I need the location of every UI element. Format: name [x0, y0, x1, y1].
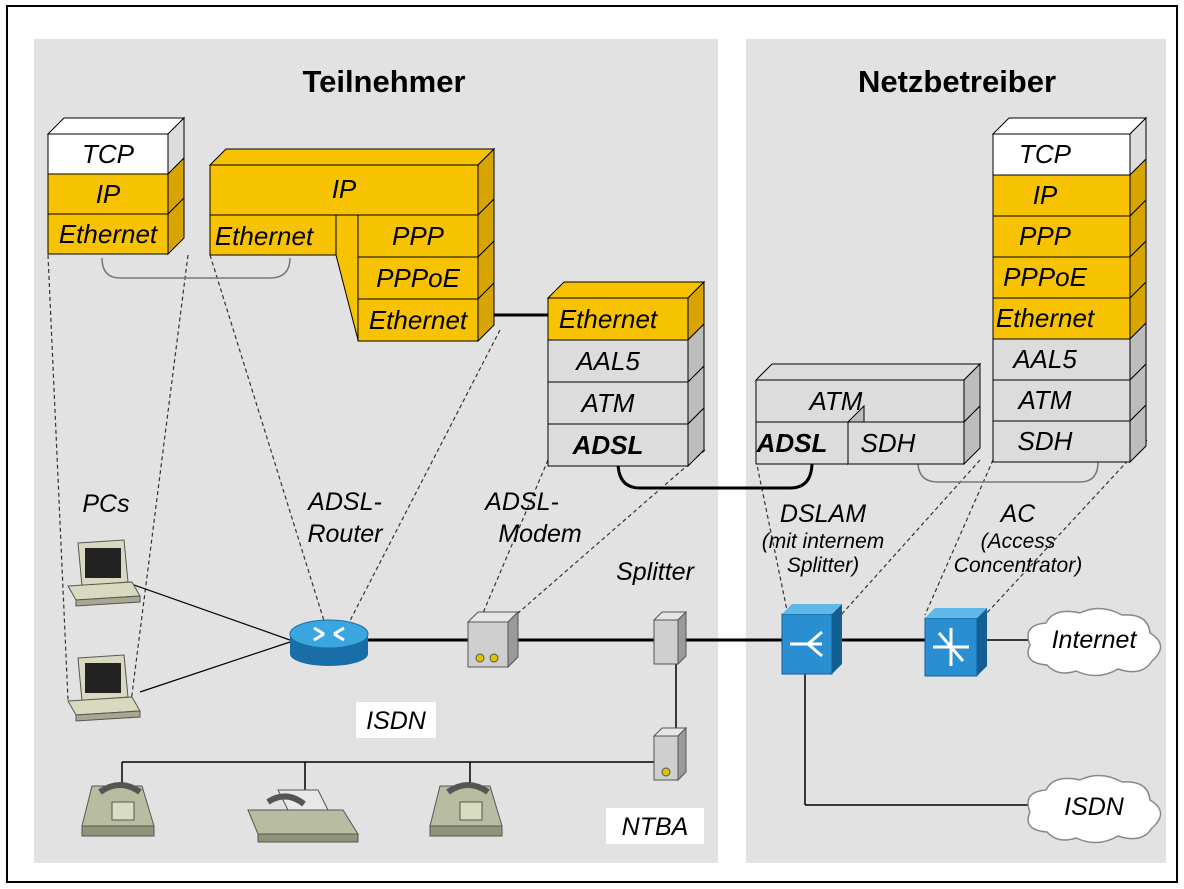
lan-cables [119, 579, 291, 693]
fax-icon[interactable] [247, 789, 359, 843]
dslam-stack-adsl-label: ADSL [756, 428, 828, 458]
modem-stack-layer [546, 280, 706, 342]
ac-stack-layer-label: TCP [1019, 139, 1072, 169]
dslam-stack-atm [754, 362, 982, 424]
pc-stack-layer [47, 156, 185, 216]
ac-stack-layer-label: PPPoE [1003, 262, 1087, 292]
operator-area-title: Netzbetreiber [858, 64, 1056, 99]
access-concentrator-icon[interactable] [924, 608, 987, 677]
ac-label-line3: Concentrator) [954, 554, 1082, 577]
pc-stack-layer-label: TCP [82, 139, 135, 169]
splitter-icon[interactable] [652, 610, 688, 666]
router-stack-layer-label: PPPoE [376, 263, 460, 293]
splitter-label: Splitter [616, 558, 695, 586]
router-stack-ip [208, 147, 496, 217]
pc-stack-layer-label: IP [96, 179, 121, 209]
ac-stack-layer-label: Ethernet [996, 303, 1096, 333]
internet-label: Internet [1052, 626, 1138, 654]
ntba-label-box [606, 808, 704, 844]
router-stack-layer [357, 239, 495, 301]
modem-stack-layer-label: ADSL [572, 430, 644, 460]
router-label-line1: ADSL- [306, 488, 382, 516]
pc-stack-layer-label: Ethernet [59, 219, 159, 249]
telephone-icon[interactable] [429, 782, 503, 837]
ac-label-line1: AC [999, 500, 1037, 528]
ntba-label: NTBA [622, 813, 689, 841]
router-stack-layer-label: PPP [392, 221, 445, 251]
isdn-right-label: ISDN [1064, 793, 1125, 821]
phone-lines [121, 639, 1040, 806]
isdn-cloud [1027, 774, 1162, 844]
projection-lines [47, 254, 1148, 711]
ac-stack-layer [992, 321, 1147, 382]
ntba-icon[interactable] [652, 726, 688, 782]
ac-stack-layer-label: PPP [1019, 221, 1072, 251]
router-stack-layer-label: Ethernet [369, 305, 469, 335]
ac-stack-layer [992, 239, 1147, 300]
router-label-line2: Router [307, 520, 384, 548]
ac-stack-layer-label: ATM [1017, 385, 1072, 415]
ac-label-line2: (Access [981, 530, 1056, 553]
telephone-icon[interactable] [81, 782, 155, 837]
ac-stack-layer [992, 403, 1147, 464]
dslam-stack-atm-label: ATM [808, 386, 863, 416]
pc-icon[interactable] [67, 654, 141, 722]
router-stack-layer [357, 281, 495, 343]
ac-stack-layer [992, 280, 1147, 341]
ac-stack-layer [991, 116, 1148, 177]
pc-stack-layer [47, 196, 185, 256]
pcs-label: PCs [82, 490, 129, 518]
modem-icon[interactable] [466, 610, 520, 669]
ac-stack-layer [992, 362, 1147, 423]
router-stack-layer [357, 197, 495, 259]
router-icon[interactable] [289, 619, 369, 666]
ac-stack-layer-label: SDH [1018, 426, 1073, 456]
dslam-label-line3: Splitter) [787, 554, 859, 577]
internet-cloud [1027, 607, 1162, 677]
modem-stack-layer [547, 364, 705, 426]
ac-stack-layer-label: IP [1033, 180, 1058, 210]
dslam-stack-sdh-label: SDH [861, 428, 916, 458]
modem-stack-layer-label: AAL5 [574, 346, 640, 376]
pc-stack-layer [46, 116, 186, 176]
router-stack-ethernet-left-label: Ethernet [215, 221, 315, 251]
dslam-label-line2: (mit internem [762, 530, 885, 553]
modem-stack-layer-label: ATM [580, 388, 635, 418]
dslam-stack-sdh [847, 404, 981, 466]
subscriber-area-title: Teilnehmer [302, 64, 465, 99]
modem-stack-layer [547, 406, 705, 468]
ac-stack-layer [992, 198, 1147, 259]
modem-label-line1: ADSL- [483, 488, 559, 516]
stack-connectors [101, 257, 1099, 483]
isdn-left-label: ISDN [366, 707, 427, 735]
isdn-label-box [356, 702, 436, 738]
router-stack-ip-label: IP [332, 174, 357, 204]
modem-stack-layer-label: Ethernet [559, 304, 659, 334]
pc-icon[interactable] [67, 539, 141, 607]
ac-stack-layer-label: AAL5 [1011, 344, 1077, 374]
dslam-icon[interactable] [781, 604, 842, 675]
dslam-label-line1: DSLAM [780, 500, 866, 528]
ac-stack-layer [992, 157, 1147, 218]
modem-label-line2: Modem [498, 520, 581, 548]
